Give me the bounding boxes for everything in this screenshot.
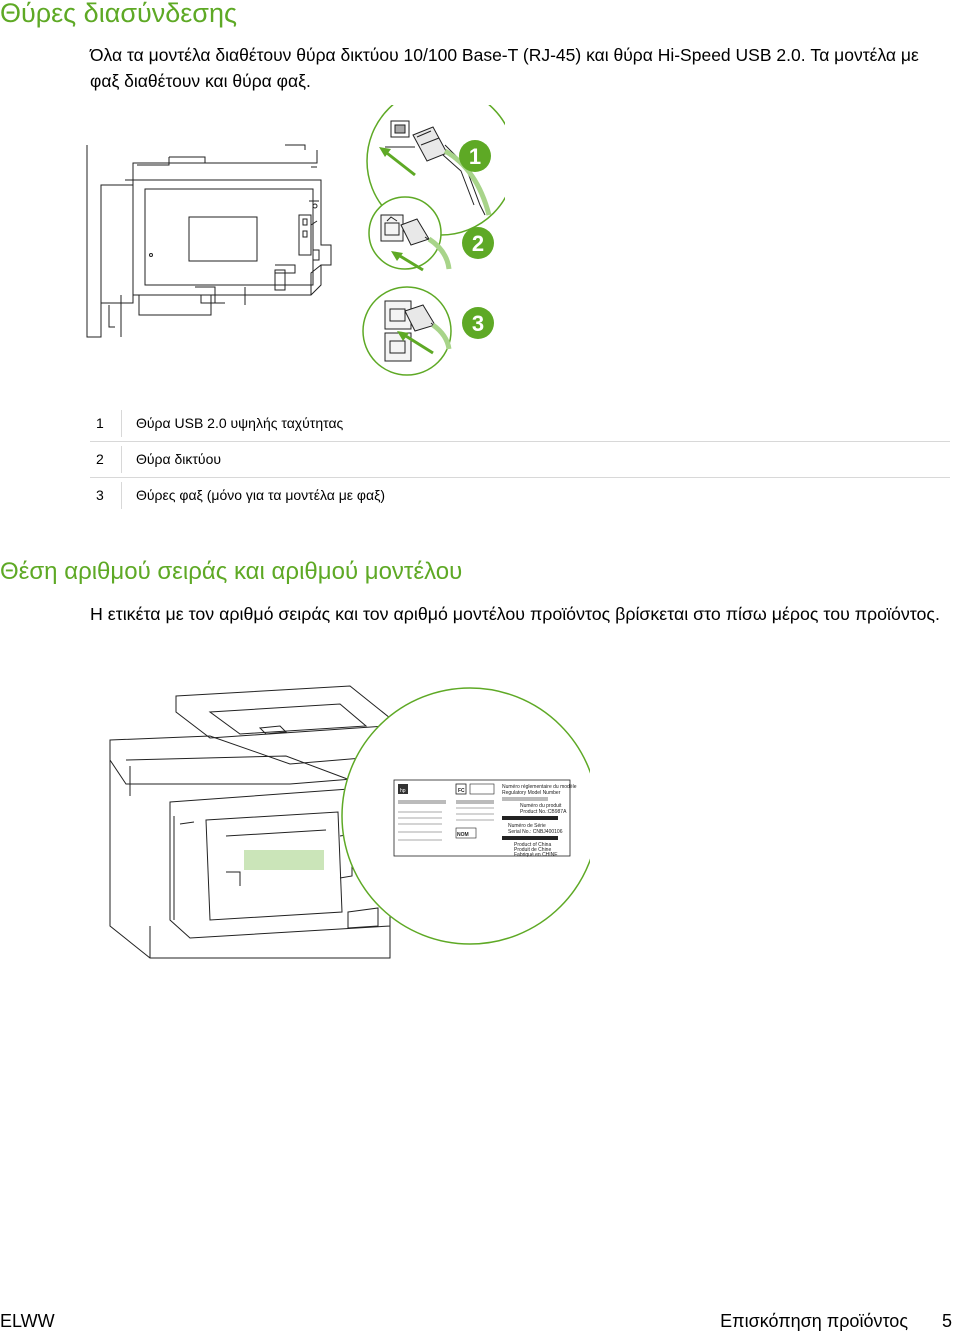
legend-text: Θύρες φαξ (μόνο για τα μοντέλα με φαξ) (136, 487, 386, 503)
network-port-zoom (368, 196, 452, 272)
callout-2: 2 (462, 227, 494, 259)
ports-legend-table: 1 Θύρα USB 2.0 υψηλής ταχύτητας 2 Θύρα δ… (90, 406, 950, 513)
svg-text:Product of China: Product of China (514, 842, 551, 848)
product-number: Product No.:CB987A (520, 809, 567, 815)
svg-text:NOM: NOM (457, 832, 469, 838)
section-title-serial: Θέση αριθμού σειράς και αριθμού μοντέλου (0, 558, 463, 585)
serial-paragraph: Η ετικέτα με τον αριθμό σειράς και τον α… (90, 604, 940, 624)
legend-row: 2 Θύρα δικτύου (90, 442, 950, 478)
legend-number: 1 (96, 415, 104, 431)
svg-text:hp: hp (400, 788, 406, 794)
svg-text:Fabriqué en CHINE: Fabriqué en CHINE (514, 852, 558, 858)
page-number: 5 (941, 1311, 952, 1331)
legend-number: 3 (96, 487, 104, 503)
legend-row: 1 Θύρα USB 2.0 υψηλής ταχύτητας (90, 406, 950, 442)
section-title-ports: Θύρες διασύνδεσης (0, 0, 238, 28)
callout-3: 3 (462, 307, 494, 339)
serial-label-zoom: hp FC NOM Numéro réglementaire du modèle… (341, 687, 590, 945)
legend-row: 3 Θύρες φαξ (μόνο για τα μοντέλα με φαξ) (90, 478, 950, 513)
fax-ports-zoom (362, 286, 452, 376)
svg-text:Numéro du produit: Numéro du produit (520, 803, 562, 809)
svg-text:3: 3 (472, 311, 484, 336)
svg-text:2: 2 (472, 231, 484, 256)
svg-text:FC: FC (458, 788, 465, 794)
serial-label-figure: hp FC NOM Numéro réglementaire du modèle… (109, 685, 590, 959)
legend-text: Θύρα δικτύου (136, 451, 222, 467)
svg-text:1: 1 (469, 144, 481, 169)
legend-text: Θύρα USB 2.0 υψηλής ταχύτητας (136, 415, 344, 431)
svg-text:Regulatory Model Number: Regulatory Model Number (502, 790, 561, 796)
ports-paragraph: Όλα τα μοντέλα διαθέτουν θύρα δικτύου 10… (90, 45, 919, 91)
callout-1: 1 (459, 140, 491, 172)
footer-left: ELWW (0, 1311, 55, 1331)
legend-number: 2 (96, 451, 104, 467)
regulatory-model-label: Numéro réglementaire du modèle (502, 784, 577, 790)
serial-number: Serial No.: CNBJ400106 (508, 829, 563, 835)
svg-text:Produit de Chine: Produit de Chine (514, 847, 551, 853)
svg-text:Numéro de Série: Numéro de Série (508, 823, 546, 829)
ports-figure: 1 2 3 (86, 105, 505, 376)
footer-chapter: Επισκόπηση προϊόντος (720, 1311, 908, 1331)
